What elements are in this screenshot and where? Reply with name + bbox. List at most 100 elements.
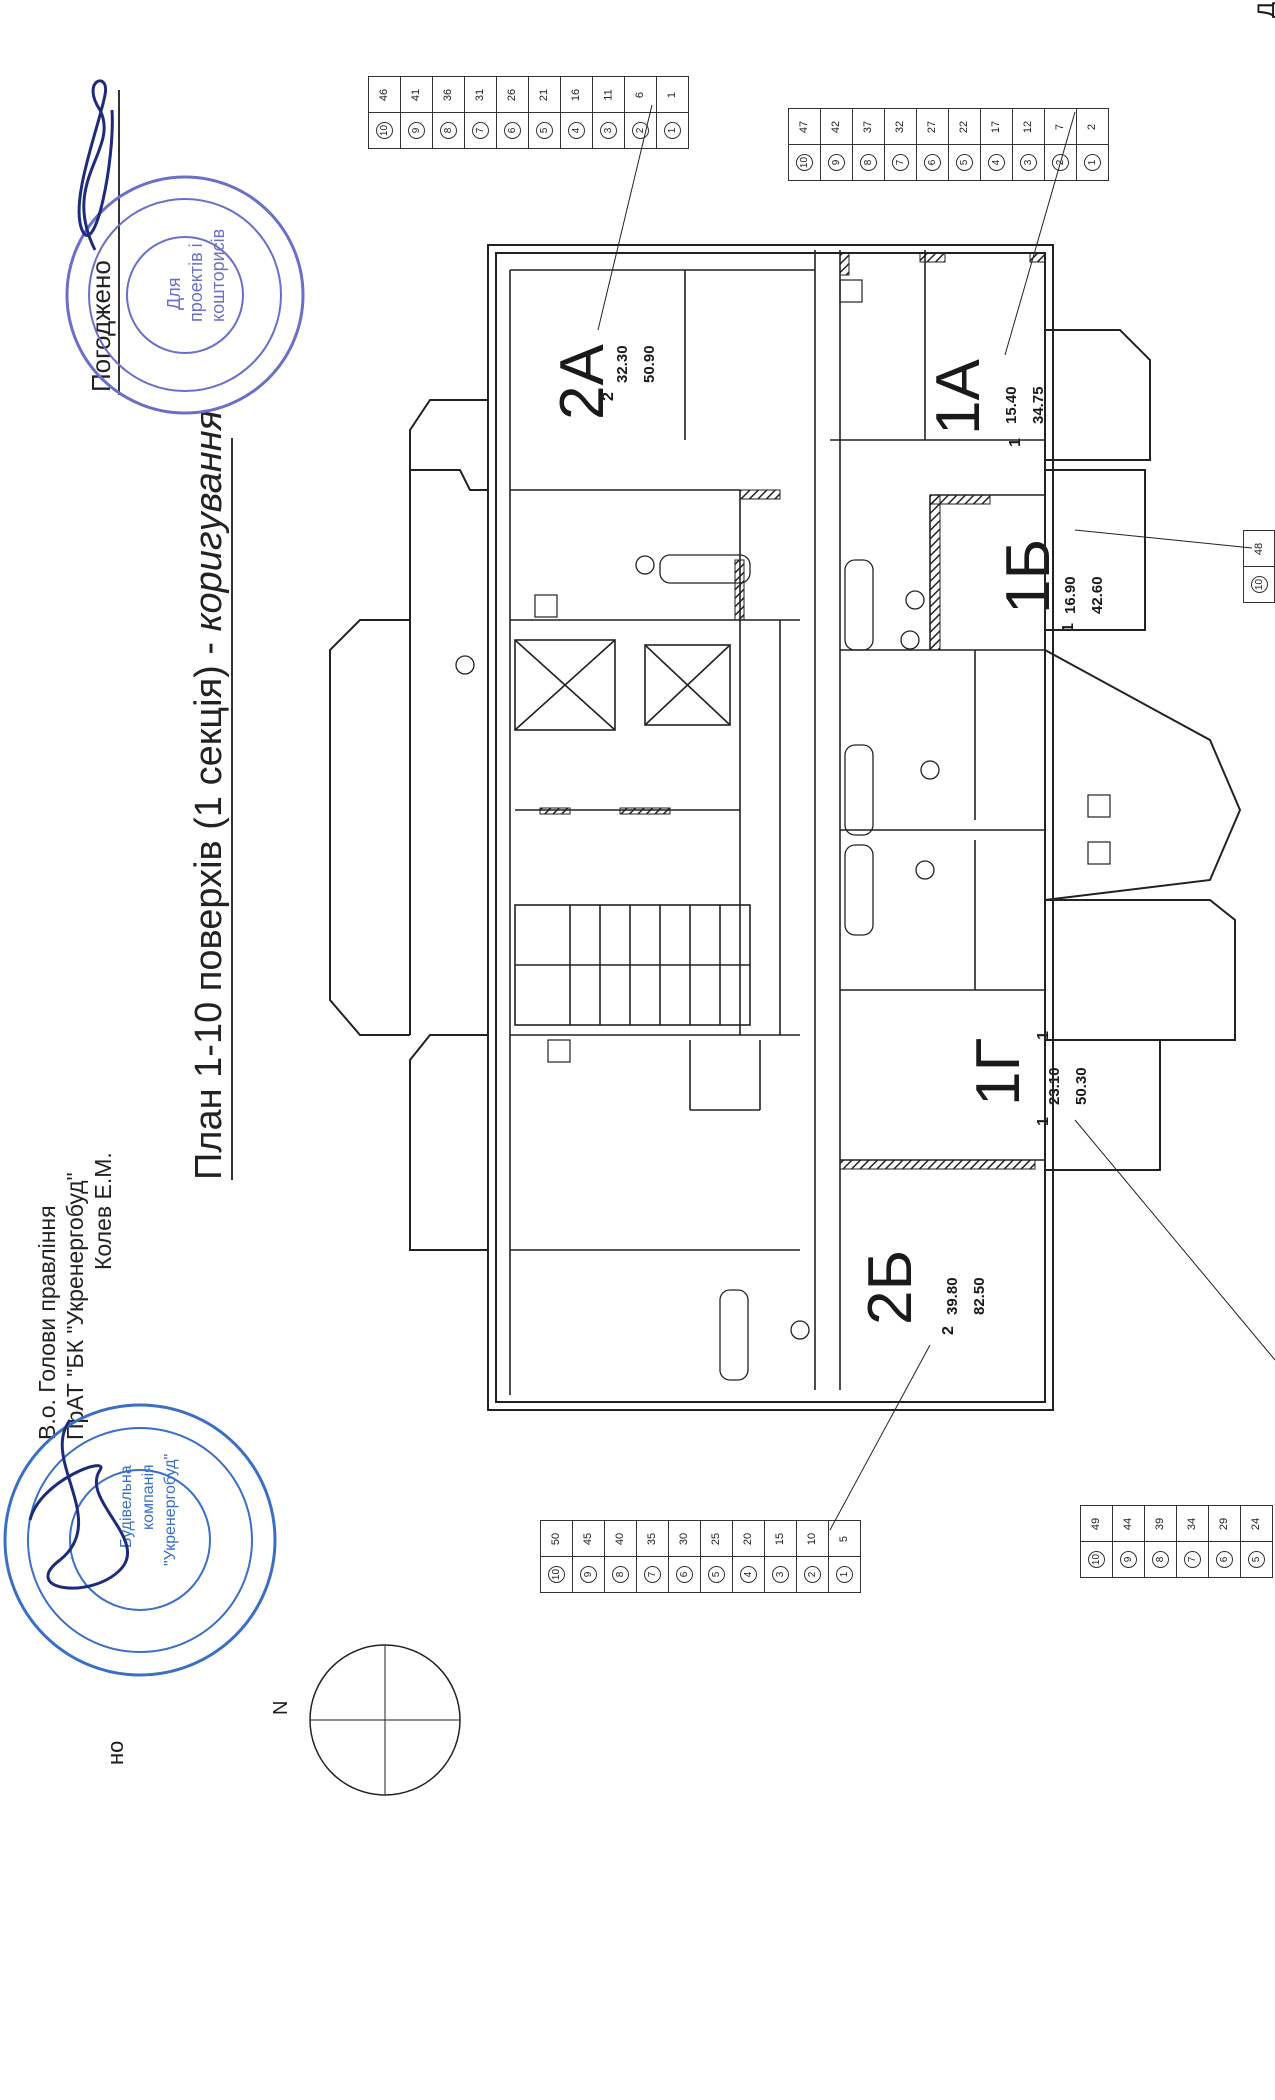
- floor-number-cell: 2: [624, 112, 657, 149]
- floor-number: 2: [804, 1566, 821, 1583]
- apartment-number-cell: 41: [400, 76, 433, 113]
- apartment-label-1g: 1Г: [964, 1038, 1033, 1106]
- plan-title-italic: коригування: [188, 410, 230, 632]
- apartment-number: 17: [990, 120, 1003, 133]
- floor-number: 8: [1152, 1551, 1169, 1568]
- floor-number: 6: [504, 122, 521, 139]
- floor-number-cell: 10: [1080, 1541, 1113, 1578]
- apartment-number: 7: [1054, 123, 1067, 130]
- floor-number: 4: [988, 154, 1005, 171]
- floor-number: 10: [796, 154, 813, 171]
- apartment-number-cell: 32: [884, 108, 917, 145]
- apartment-number-cell: 21: [528, 76, 561, 113]
- apartment-number-cell: 15: [764, 1520, 797, 1557]
- apartment-number: 34: [1186, 1517, 1199, 1530]
- apartment-number: 46: [378, 88, 391, 101]
- apartment-number-cell: 35: [636, 1520, 669, 1557]
- floor-number-cell: 7: [1176, 1541, 1209, 1578]
- edge-mark-left-bottom: но: [103, 1740, 128, 1765]
- leader-lines: [597, 104, 1275, 1531]
- apartment-number-cell: 34: [1176, 1505, 1209, 1542]
- approval-stamp-center-3: кошторисів: [208, 228, 228, 322]
- apartment-living-area: 32.30: [614, 345, 631, 383]
- floor-number: 1: [664, 122, 681, 139]
- apartment-number-cell: 10: [796, 1520, 829, 1557]
- apartment-rooms: 2: [940, 1326, 957, 1335]
- apartment-number-cell: 40: [604, 1520, 637, 1557]
- apartment-number: 47: [798, 120, 811, 133]
- apartment-rooms: 1: [1060, 623, 1077, 632]
- floor-number-cell: 8: [852, 144, 885, 181]
- apartment-number-cell: 29: [1208, 1505, 1241, 1542]
- floor-number: 5: [536, 122, 553, 139]
- apartment-number-cell: 27: [916, 108, 949, 145]
- apartment-number-cell: 6: [624, 76, 657, 113]
- plan-title: План 1-10 поверхів (1 секція) - коригува…: [188, 410, 231, 1180]
- apartment-number-cell: 11: [592, 76, 625, 113]
- floor-number-cell: 3: [1012, 144, 1045, 181]
- floor-number-cell: 5: [700, 1556, 733, 1593]
- floor-number: 5: [708, 1566, 725, 1583]
- apartment-number-cell: 49: [1080, 1505, 1113, 1542]
- apartment-number: 6: [634, 91, 647, 98]
- floor-number: 9: [408, 122, 425, 139]
- apartment-number: 44: [1122, 1517, 1135, 1530]
- floor-number: 3: [772, 1566, 789, 1583]
- apartment-number: 29: [1218, 1517, 1231, 1530]
- apartment-label-2a: 2А: [548, 344, 617, 420]
- apartment-number: 45: [582, 1532, 595, 1545]
- apartment-number-cell: 39: [1144, 1505, 1177, 1542]
- title-underline: [231, 438, 233, 1180]
- company-stamp-center-3: "Укренергобуд": [162, 1453, 179, 1566]
- apartment-number: 25: [710, 1532, 723, 1545]
- approval-signature: [77, 79, 114, 251]
- apartment-total-area: 50.30: [1073, 1067, 1090, 1105]
- floor-number: 6: [676, 1566, 693, 1583]
- floor-number-cell: 6: [916, 144, 949, 181]
- floor-number: 10: [548, 1566, 565, 1583]
- floor-number: 9: [1120, 1551, 1137, 1568]
- apartment-number-cell: 12: [1012, 108, 1045, 145]
- apartment-number: 36: [442, 88, 455, 101]
- apartment-number: 40: [614, 1532, 627, 1545]
- apartment-number: 30: [678, 1532, 691, 1545]
- floor-number-cell: 4: [732, 1556, 765, 1593]
- floor-number: 6: [1216, 1551, 1233, 1568]
- apartment-label-1b: 1Б: [994, 538, 1063, 614]
- apartment-number-cell: 5: [828, 1520, 861, 1557]
- apartment-number: 11: [602, 88, 615, 101]
- apartment-label-2b: 2Б: [856, 1250, 925, 1325]
- floor-number: 6: [924, 154, 941, 171]
- floor-number: 8: [860, 154, 877, 171]
- floor-number-cell: 2: [796, 1556, 829, 1593]
- floor-number: 10: [376, 122, 393, 139]
- floor-number: 3: [1020, 154, 1037, 171]
- floor-number-cell: 3: [592, 112, 625, 149]
- apartment-number: 48: [1253, 542, 1265, 555]
- floor-number: 4: [568, 122, 585, 139]
- floor-number-cell: 9: [572, 1556, 605, 1593]
- floor-number-cell: 8: [432, 112, 465, 149]
- apartment-number: 10: [806, 1532, 819, 1545]
- apartment-number-cell: 24: [1240, 1505, 1273, 1542]
- apartment-number-cell: 48: [1243, 530, 1275, 567]
- apartment-number-cell: 17: [980, 108, 1013, 145]
- floor-number-cell: 1: [1076, 144, 1109, 181]
- building-walls: [329, 244, 1242, 1411]
- extra-label-one: 1: [1035, 1031, 1052, 1040]
- apartment-number: 39: [1154, 1517, 1167, 1530]
- floor-number: 7: [644, 1566, 661, 1583]
- signatory-line-2: ПрАТ "БК "Укренергобуд": [62, 1172, 88, 1440]
- apartment-code: 1А: [924, 359, 993, 435]
- apartment-living-area: 23.10: [1046, 1067, 1063, 1105]
- floor-number: 10: [1088, 1551, 1105, 1568]
- apartment-number: 1: [666, 91, 679, 98]
- floor-number-cell: 7: [636, 1556, 669, 1593]
- floor-number: 2: [1052, 154, 1069, 171]
- apartment-number: 22: [958, 120, 971, 133]
- floor-number-cell: 5: [528, 112, 561, 149]
- apartment-living-area: 16.90: [1062, 576, 1079, 614]
- apartment-code: 1Б: [994, 538, 1063, 614]
